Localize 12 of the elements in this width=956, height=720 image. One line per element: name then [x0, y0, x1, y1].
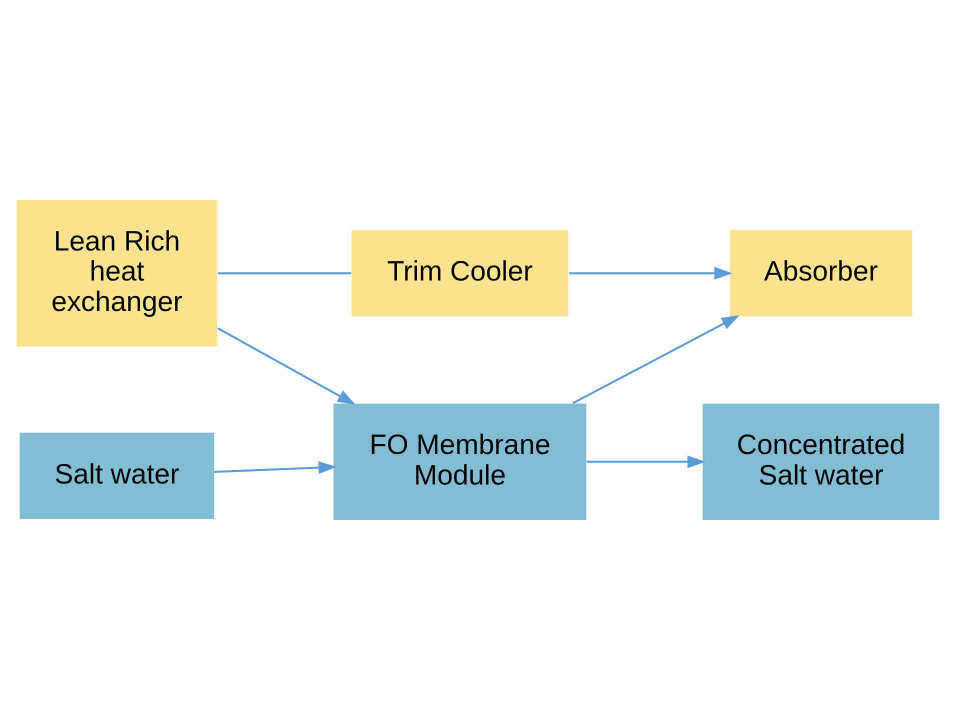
node-box: Concentrated Salt water: [702, 404, 940, 520]
node-box: Salt water: [20, 432, 214, 519]
node-box: FO Membrane Module: [334, 404, 586, 520]
arrow: [569, 266, 732, 280]
arrow: [586, 455, 706, 468]
node-box: Lean Rich heat exchanger: [16, 200, 218, 346]
node-box: Trim Cooler: [352, 230, 568, 316]
arrow: [217, 327, 356, 405]
node-box: Absorber: [730, 230, 912, 316]
connector: [218, 272, 352, 274]
arrow: [214, 461, 337, 474]
arrow: [572, 315, 740, 404]
